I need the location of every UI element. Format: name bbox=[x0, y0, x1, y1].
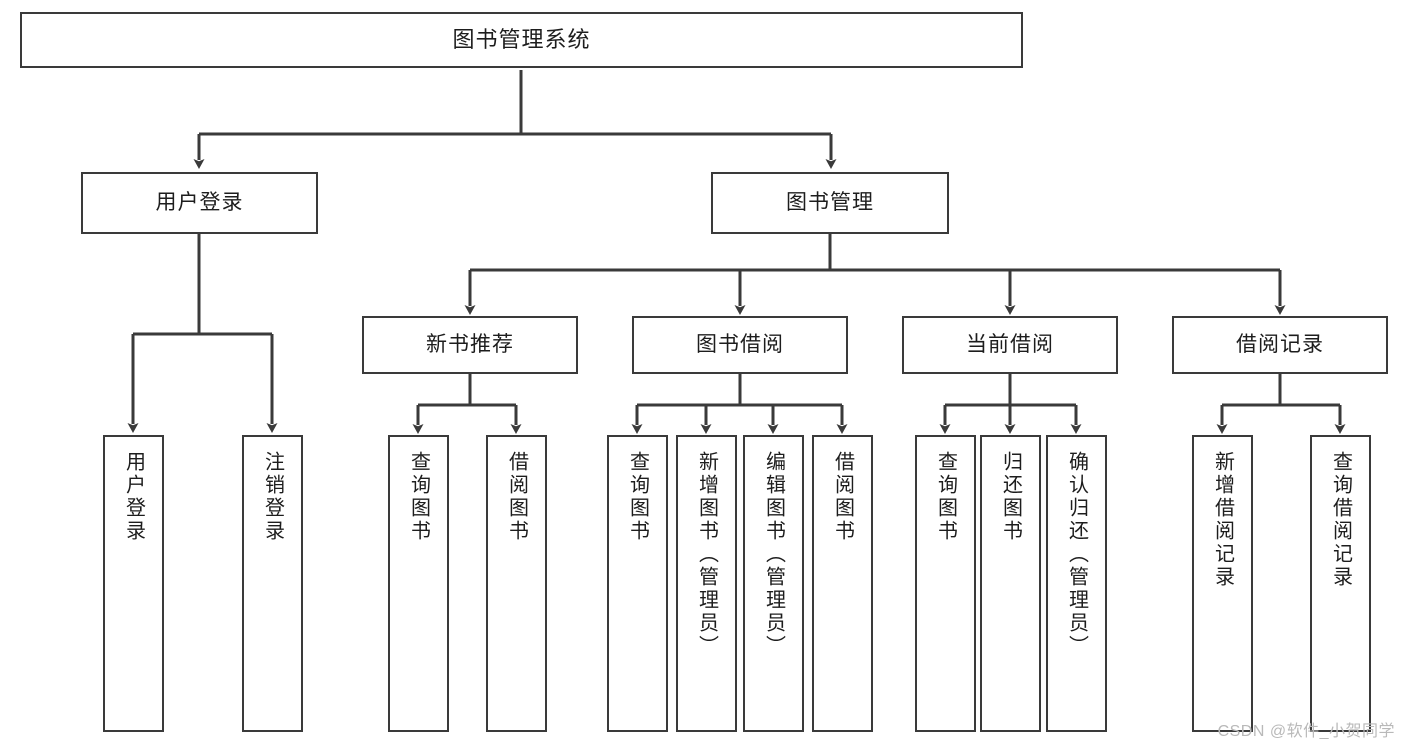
node-label: 当前借阅 bbox=[966, 332, 1054, 356]
node-label: 查询图书 bbox=[934, 451, 957, 543]
node-label: 新增借阅记录 bbox=[1211, 451, 1234, 589]
node-borrow-record[interactable]: 借阅记录 bbox=[1172, 316, 1388, 374]
leaf-current-return-book[interactable]: 归还图书 bbox=[980, 435, 1041, 732]
node-new-book-recommend[interactable]: 新书推荐 bbox=[362, 316, 578, 374]
node-user-login[interactable]: 用户登录 bbox=[81, 172, 318, 234]
leaf-borrow-edit-book[interactable]: 编辑图书（管理员） bbox=[743, 435, 804, 732]
watermark-text: CSDN @软件_小贺同学 bbox=[1217, 723, 1395, 740]
node-label: 用户登录 bbox=[122, 451, 145, 543]
node-label: 归还图书 bbox=[999, 451, 1022, 543]
leaf-borrow-add-book[interactable]: 新增图书（管理员） bbox=[676, 435, 737, 732]
node-label: 图书管理 bbox=[786, 190, 874, 214]
leaf-user-login-login[interactable]: 用户登录 bbox=[103, 435, 164, 732]
leaf-new-book-query[interactable]: 查询图书 bbox=[388, 435, 449, 732]
leaf-record-add[interactable]: 新增借阅记录 bbox=[1192, 435, 1253, 732]
node-label: 确认归还（管理员） bbox=[1065, 451, 1088, 658]
leaf-current-query-book[interactable]: 查询图书 bbox=[915, 435, 976, 732]
node-label: 借阅图书 bbox=[505, 451, 528, 543]
node-label: 编辑图书（管理员） bbox=[762, 451, 785, 658]
node-current-borrow[interactable]: 当前借阅 bbox=[902, 316, 1118, 374]
node-label: 图书管理系统 bbox=[452, 26, 591, 52]
node-label: 图书借阅 bbox=[696, 332, 784, 356]
node-book-management[interactable]: 图书管理 bbox=[711, 172, 949, 234]
leaf-user-login-logout[interactable]: 注销登录 bbox=[242, 435, 303, 732]
node-label: 借阅记录 bbox=[1236, 332, 1324, 356]
node-label: 查询图书 bbox=[407, 451, 430, 543]
node-label: 查询图书 bbox=[626, 451, 649, 543]
node-label: 查询借阅记录 bbox=[1329, 451, 1352, 589]
node-label: 借阅图书 bbox=[831, 451, 854, 543]
node-label: 新书推荐 bbox=[426, 332, 514, 356]
node-label: 新增图书（管理员） bbox=[695, 451, 718, 658]
leaf-borrow-borrow-book[interactable]: 借阅图书 bbox=[812, 435, 873, 732]
leaf-record-query[interactable]: 查询借阅记录 bbox=[1310, 435, 1371, 732]
leaf-current-confirm-return[interactable]: 确认归还（管理员） bbox=[1046, 435, 1107, 732]
leaf-new-book-borrow[interactable]: 借阅图书 bbox=[486, 435, 547, 732]
leaf-borrow-query-book[interactable]: 查询图书 bbox=[607, 435, 668, 732]
node-root-system[interactable]: 图书管理系统 bbox=[20, 12, 1023, 68]
node-label: 注销登录 bbox=[261, 451, 284, 543]
node-book-borrow[interactable]: 图书借阅 bbox=[632, 316, 848, 374]
node-label: 用户登录 bbox=[155, 190, 244, 214]
